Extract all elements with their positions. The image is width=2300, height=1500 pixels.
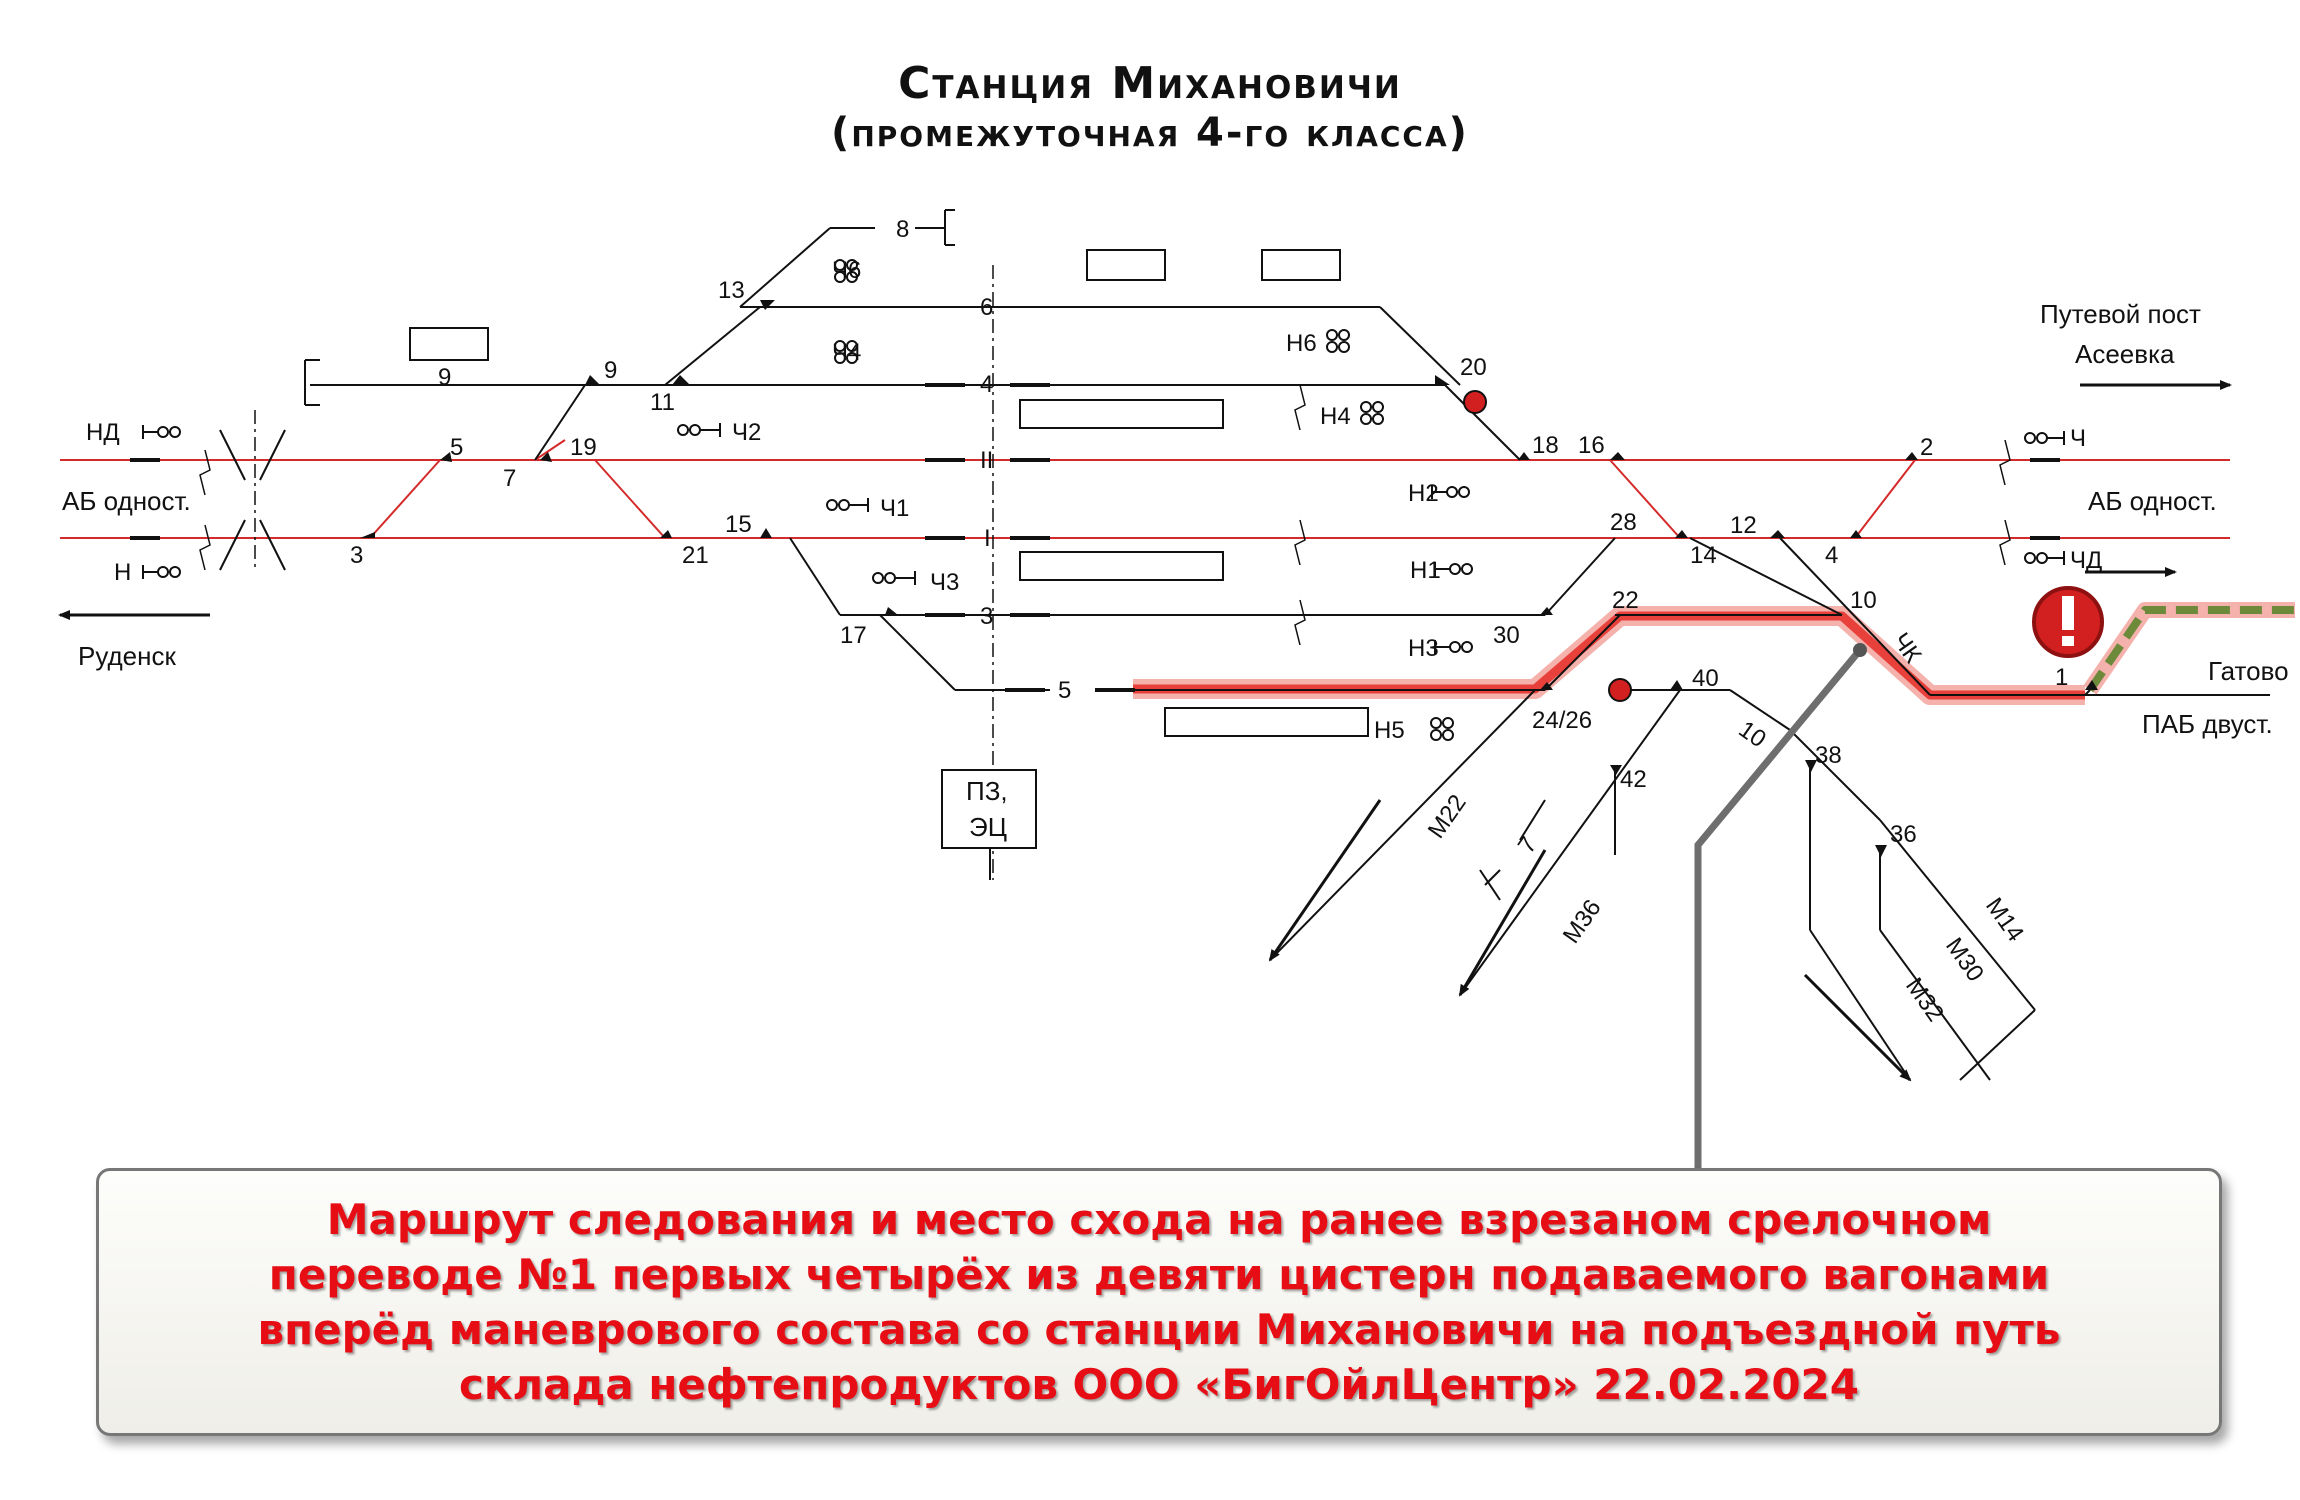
post-labels: ПЗ, ЭЦ	[966, 776, 1008, 842]
switch-30: 30	[1493, 622, 1520, 649]
signal-label-ch1: Ч1	[880, 495, 909, 522]
signal-label-n4: Н4	[1320, 403, 1351, 430]
warning-icon	[2032, 586, 2104, 658]
caption-line-4: склада нефтепродуктов ООО «БигОйлЦентр» …	[458, 1360, 1859, 1409]
switch-40: 40	[1692, 665, 1719, 692]
post-label-2: ЭЦ	[969, 812, 1007, 842]
switch-20: 20	[1460, 354, 1487, 381]
switch-18: 18	[1532, 432, 1559, 459]
switch-19: 19	[570, 434, 597, 461]
signal-icon	[142, 259, 2065, 741]
signal-label-ch: Ч	[2070, 425, 2086, 452]
caption-line-1: Маршрут следования и место схода на ране…	[326, 1195, 1992, 1244]
insulating-joints	[199, 384, 2011, 646]
signal-label-chd: ЧД	[2070, 547, 2102, 574]
switch-22: 22	[1612, 587, 1639, 614]
switch-4: 4	[1825, 542, 1838, 569]
signal-label-m14: М14	[1980, 893, 2029, 947]
direction-right-low-1: Гатово	[2208, 656, 2289, 686]
signal-label-ch3: Ч3	[930, 569, 959, 596]
caption-line-3: вперёд маневрового состава со станции Ми…	[257, 1305, 2061, 1354]
caption-line-2: переводе №1 первых четырёх из девяти цис…	[268, 1250, 2050, 1299]
switch-42: 42	[1620, 766, 1647, 793]
track-4: 4	[980, 371, 993, 398]
signal-label-n6: Н6	[1286, 330, 1317, 357]
exit-arrows	[58, 380, 2232, 1082]
track-II: II	[980, 447, 993, 474]
switch-7: 7	[503, 465, 516, 492]
derailment-marker-icon	[1463, 390, 1632, 702]
incident-caption: Маршрут следования и место схода на ране…	[96, 1168, 2222, 1436]
track-10: 10	[1734, 716, 1771, 753]
direction-right-low-2: ПАБ двуст.	[2142, 709, 2273, 739]
signal-label-m32: М32	[1900, 973, 1949, 1027]
main-line-tracks	[60, 439, 2230, 539]
track-3: 3	[980, 603, 993, 630]
switch-1: 1	[2055, 664, 2068, 691]
switch-10: 10	[1850, 587, 1877, 614]
switch-3: 3	[350, 542, 363, 569]
direction-right-mid: АБ одност.	[2088, 486, 2217, 516]
direction-right-top-2: Асеевка	[2075, 339, 2175, 369]
track-8: 8	[896, 216, 909, 243]
signal-label-ch2: Ч2	[732, 419, 761, 446]
switch-21: 21	[682, 542, 709, 569]
direction-left-lower: Руденск	[78, 641, 176, 671]
platforms	[409, 249, 1369, 849]
switch-11: 11	[650, 389, 675, 416]
signal-label-nd: НД	[86, 419, 120, 446]
switch-points	[360, 300, 2098, 857]
axis-lines	[254, 265, 994, 880]
switch-17: 17	[840, 622, 867, 649]
direction-left-upper: АБ одност.	[62, 486, 191, 516]
switch-12: 12	[1730, 512, 1757, 539]
switch-24-26: 24/26	[1532, 707, 1592, 734]
signal-label-n2: Н2	[1408, 480, 1439, 507]
switch-labels: 13 9 11 5 7 19 3 21 15 17 20 18 16 28 14…	[350, 277, 2068, 848]
switch-2: 2	[1920, 434, 1933, 461]
pointer-line	[1694, 647, 1863, 1180]
signal-label-n1: Н1	[1410, 557, 1441, 584]
signal-arrows	[130, 383, 2060, 692]
signal-label-n: Н	[114, 559, 131, 586]
signal-label-m30: М30	[1940, 933, 1989, 987]
switch-9: 9	[604, 357, 617, 384]
direction-right-top-1: Путевой пост	[2040, 299, 2201, 329]
signal-label-m36: М36	[1558, 895, 1607, 949]
track-I: I	[984, 525, 991, 552]
track-5: 5	[1058, 677, 1071, 704]
switch-28: 28	[1610, 509, 1637, 536]
track-7: 7	[1513, 832, 1543, 858]
switch-5: 5	[450, 434, 463, 461]
diagram-title: Станция Михановичи	[898, 58, 1402, 109]
switch-38: 38	[1815, 742, 1842, 769]
switch-13: 13	[718, 277, 745, 304]
signal-label-n3: Н3	[1408, 635, 1439, 662]
diagram-subtitle: (промежуточная 4-го класса)	[831, 110, 1469, 156]
signal-labels: Ч6 Ч4 Ч2 Ч1 Ч3 Н6 Н4 Н2 Н1 Н3 Н5 НД Н Ч …	[86, 257, 2102, 1027]
track-9: 9	[438, 364, 451, 391]
pointer-dot	[1853, 643, 1867, 657]
switch-15: 15	[725, 511, 752, 538]
signal-label-n5: Н5	[1374, 717, 1405, 744]
direction-labels: АБ одност. Руденск Путевой пост Асеевка …	[62, 299, 2289, 739]
track-6: 6	[980, 294, 993, 321]
switch-36: 36	[1890, 821, 1917, 848]
post-label-1: ПЗ,	[966, 776, 1008, 806]
switch-14: 14	[1690, 542, 1717, 569]
switch-16: 16	[1578, 432, 1605, 459]
